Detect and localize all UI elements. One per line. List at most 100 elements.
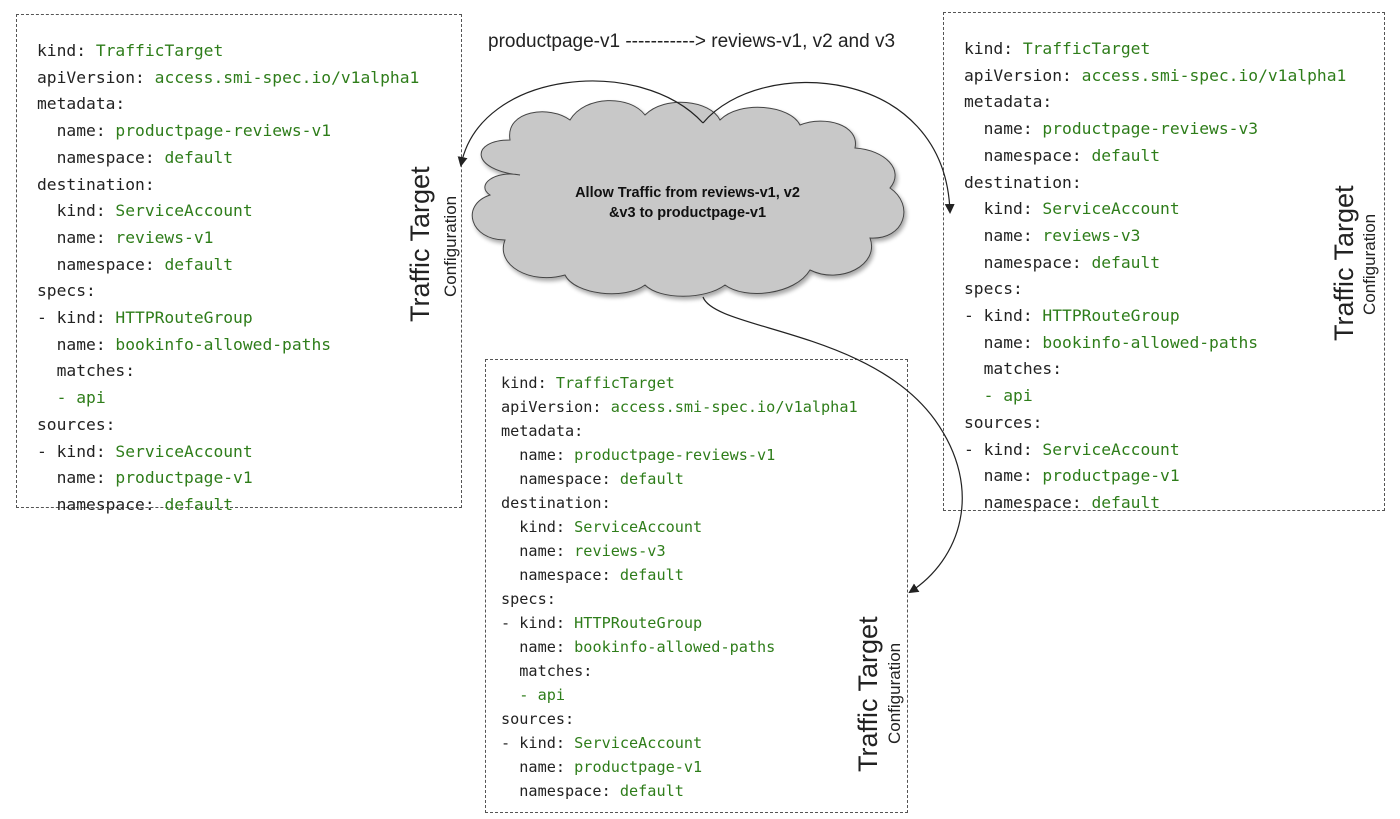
yaml-line: namespace: default [964,250,1346,277]
yaml-value: productpage-v1 [574,758,703,776]
yaml-value: productpage-reviews-v3 [1042,119,1259,139]
yaml-line: kind: TrafficTarget [501,371,858,395]
yaml-key: sources: [501,710,575,728]
yaml-key: name: [964,332,1043,352]
yaml-key: name: [501,542,575,560]
yaml-line: name: bookinfo-allowed-paths [37,332,419,359]
yaml-key: destination: [964,172,1082,192]
yaml-line: name: productpage-v1 [37,465,419,492]
yaml-value: productpage-v1 [1042,466,1180,486]
yaml-line: apiVersion: access.smi-spec.io/v1alpha1 [964,63,1346,90]
yaml-line: kind: ServiceAccount [501,515,858,539]
yaml-key: kind: [37,201,116,221]
yaml-line: - api [501,683,858,707]
yaml-value: TrafficTarget [95,41,224,60]
yaml-key: kind: [501,374,556,392]
yaml-key: name: [37,121,116,141]
yaml-value: - api [983,386,1033,406]
yaml-line: kind: TrafficTarget [964,36,1346,63]
yaml-key: name: [37,227,116,247]
traffic-cloud [471,100,905,297]
yaml-key: kind: [501,518,575,536]
yaml-line: destination: [37,172,419,199]
yaml-key: matches: [37,361,136,381]
yaml-key: namespace: [501,470,620,488]
yaml-key: matches: [501,662,593,680]
yaml-key: namespace: [964,145,1092,165]
yaml-key: sources: [37,414,116,434]
yaml-line: namespace: default [37,492,419,519]
cloud-label-line-1: Allow Traffic from reviews-v1, v2 [575,185,800,201]
yaml-line: name: bookinfo-allowed-paths [501,635,858,659]
yaml-value: productpage-v1 [115,468,253,488]
yaml-value: default [1091,252,1161,272]
yaml-value: bookinfo-allowed-paths [574,638,776,656]
yaml-key: namespace: [964,252,1092,272]
yaml-value: - api [56,388,106,408]
yaml-line: namespace: default [964,490,1346,517]
yaml-key: name: [501,638,575,656]
yaml-line: - kind: HTTPRouteGroup [37,305,419,332]
cloud-label: Allow Traffic from reviews-v1, v2 &v3 to… [545,183,830,223]
yaml-line: namespace: default [964,143,1346,170]
yaml-value: ServiceAccount [1042,439,1180,459]
yaml-key: - kind: [501,734,575,752]
yaml-value: default [164,494,234,514]
yaml-line: - kind: HTTPRouteGroup [501,611,858,635]
yaml-value: reviews-v1 [115,227,214,247]
yaml-key: name: [964,119,1043,139]
yaml-value: ServiceAccount [1042,199,1180,219]
yaml-key: name: [37,334,116,354]
yaml-value: ServiceAccount [574,518,703,536]
yaml-key: specs: [501,590,556,608]
yaml-line: kind: ServiceAccount [964,196,1346,223]
yaml-value: reviews-v3 [574,542,666,560]
yaml-line: name: reviews-v3 [964,223,1346,250]
yaml-key: metadata: [501,422,584,440]
cloud-label-line-2: &v3 to productpage-v1 [608,205,767,221]
yaml-value: - api [519,686,566,704]
yaml-line: namespace: default [37,252,419,279]
yaml-value: default [619,566,684,584]
yaml-key: name: [964,225,1043,245]
yaml-value: default [619,782,684,800]
yaml-line: specs: [501,587,858,611]
arrow-to-right-panel [702,81,955,214]
yaml-value: default [619,470,684,488]
yaml-value: default [1091,145,1161,165]
yaml-value: ServiceAccount [115,201,253,221]
yaml-line: sources: [37,412,419,439]
yaml-key: matches: [964,359,1063,379]
yaml-line: sources: [501,707,858,731]
yaml-line: apiVersion: access.smi-spec.io/v1alpha1 [501,395,858,419]
arrow-to-bottom-panel [702,296,963,594]
yaml-line: - kind: ServiceAccount [964,437,1346,464]
yaml-key: sources: [964,412,1043,432]
yaml-line: name: productpage-reviews-v3 [964,116,1346,143]
yaml-line: matches: [501,659,858,683]
yaml-line: - kind: ServiceAccount [501,731,858,755]
yaml-key: namespace: [501,782,620,800]
yaml-line: name: bookinfo-allowed-paths [964,330,1346,357]
yaml-key: destination: [501,494,611,512]
yaml-line: matches: [37,358,419,385]
yaml-value: TrafficTarget [1022,39,1151,58]
yaml-value: TrafficTarget [555,374,675,392]
yaml-key: kind: [37,41,96,60]
yaml-value: HTTPRouteGroup [1042,306,1180,326]
yaml-value: productpage-reviews-v1 [115,121,332,141]
yaml-line: namespace: default [501,467,858,491]
yaml-value: default [164,147,234,167]
yaml-value: default [164,254,234,274]
yaml-line: name: productpage-v1 [964,463,1346,490]
yaml-key: namespace: [37,254,165,274]
yaml-line: - api [37,385,419,412]
yaml-value: access.smi-spec.io/v1alpha1 [610,398,858,416]
yaml-value: HTTPRouteGroup [115,308,253,328]
yaml-value: default [1091,492,1161,512]
yaml-line: namespace: default [37,145,419,172]
